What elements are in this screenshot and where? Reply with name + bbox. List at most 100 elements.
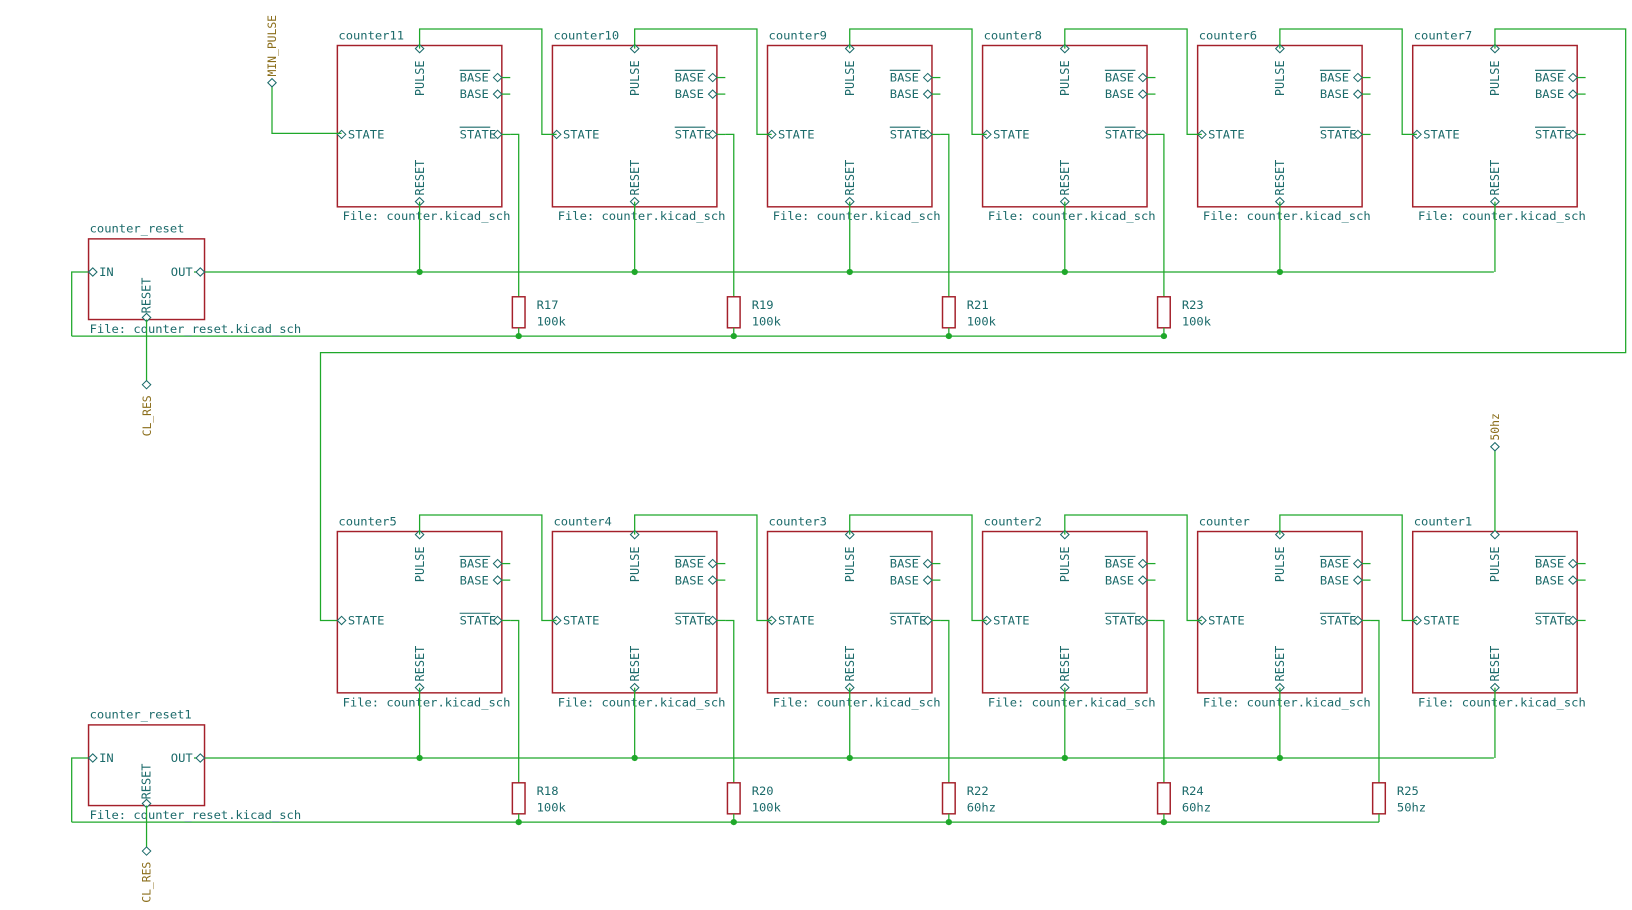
state-pin-marker [336, 615, 347, 626]
resistor-value: 100k [1182, 315, 1212, 329]
state-bar-wire [1370, 619, 1380, 783]
state-bar-wire [725, 619, 735, 783]
sheet-name: counter6 [1199, 28, 1257, 42]
pulse-pin-label: PULSE [843, 60, 857, 96]
resistor-value: 100k [967, 315, 997, 329]
base-pin-label: BASE [1535, 87, 1564, 101]
state-bar-pin-label: STATE [890, 128, 926, 142]
junction-dot [846, 268, 853, 276]
sheet-file: File: counter.kicad_sch [343, 209, 511, 223]
pulse-pin-label: PULSE [1058, 60, 1072, 96]
state-bar-wire [940, 619, 950, 783]
base-bar-pin-label: BASE [1535, 71, 1564, 85]
base-bar-pin-label: BASE [890, 557, 919, 571]
in-pin-marker [87, 753, 98, 763]
state-bar-pin-label: STATE [890, 614, 926, 628]
global-label-marker [1489, 441, 1500, 452]
pulse-chain-wire [418, 28, 557, 136]
state-bar-pin-label: STATE [1105, 614, 1141, 628]
reset-pin-label: RESET [843, 160, 857, 196]
reset-pin-label: RESET [413, 160, 427, 196]
state-pin-label: STATE [1423, 128, 1459, 142]
base-pin-marker [707, 89, 718, 99]
base-bar-pin-label: BASE [1320, 71, 1349, 85]
sheet-name: counter [1199, 514, 1250, 528]
resistor-ref: R24 [1182, 784, 1204, 798]
state-bar-pin-label: STATE [1320, 614, 1356, 628]
cl-res-label-top: CL_RES [140, 379, 154, 436]
base-pin-label: BASE [460, 87, 489, 101]
state-pin-label: STATE [778, 128, 814, 142]
sheet-name: counter5 [338, 514, 396, 528]
resistor-value: 50hz [1397, 801, 1426, 815]
base-bar-pin-label: BASE [1535, 557, 1564, 571]
sheet-name: counter7 [1414, 28, 1472, 42]
resistor-body [1371, 782, 1387, 815]
global-label-marker [267, 77, 277, 88]
reset-sheet-file: File: counter_reset.kicad_sch [90, 322, 302, 336]
reset-pin-label: RESET [1058, 160, 1072, 196]
sheet-name: counter9 [769, 28, 827, 42]
base-bar-pin-marker [922, 558, 933, 569]
base-pin-label: BASE [890, 87, 919, 101]
base-pin-marker [492, 89, 503, 99]
resistor-ref: R18 [537, 784, 559, 798]
pulse-pin-marker [1489, 529, 1500, 540]
base-pin-marker [922, 89, 933, 99]
reset-in-wire-bottom [71, 757, 93, 823]
state-pin-label: STATE [348, 128, 384, 142]
state-bar-wire [940, 133, 950, 297]
base-pin-marker [1352, 575, 1363, 585]
pulse-pin-label: PULSE [843, 546, 857, 582]
reset-pin-label: RESET [1058, 646, 1072, 682]
sheet-name: counter2 [984, 514, 1042, 528]
state-bar-pin-label: STATE [460, 128, 496, 142]
pulse-pin-label: PULSE [628, 546, 642, 582]
state-pin-label: STATE [348, 614, 384, 628]
base-bar-pin-marker [1352, 72, 1363, 83]
sheet-file: File: counter.kicad_sch [1418, 209, 1586, 223]
reset-pin-label: RESET [1273, 646, 1287, 682]
global-label-text: CL_RES [140, 395, 154, 436]
base-pin-marker [1137, 575, 1148, 585]
reset-pin-marker [141, 312, 152, 323]
out-pin-marker [195, 753, 206, 763]
state-pin-label: STATE [1208, 614, 1244, 628]
reset-pin-label: RESET [1488, 646, 1502, 682]
base-pin-marker [1567, 89, 1578, 99]
resistor-ref: R22 [967, 784, 989, 798]
pulse-chain-wire [634, 514, 772, 622]
state-pin-label: STATE [563, 614, 599, 628]
resistor-body [941, 782, 956, 815]
base-bar-pin-marker [492, 72, 503, 83]
base-pin-marker [492, 575, 503, 585]
resistor-ref: R20 [752, 784, 774, 798]
base-pin-label: BASE [1320, 87, 1349, 101]
reset-in-wire-top [71, 271, 93, 337]
sheet-file: File: counter.kicad_sch [988, 695, 1156, 709]
resistor[interactable]: R20 100k [726, 782, 782, 815]
resistor-value: 100k [752, 801, 782, 815]
